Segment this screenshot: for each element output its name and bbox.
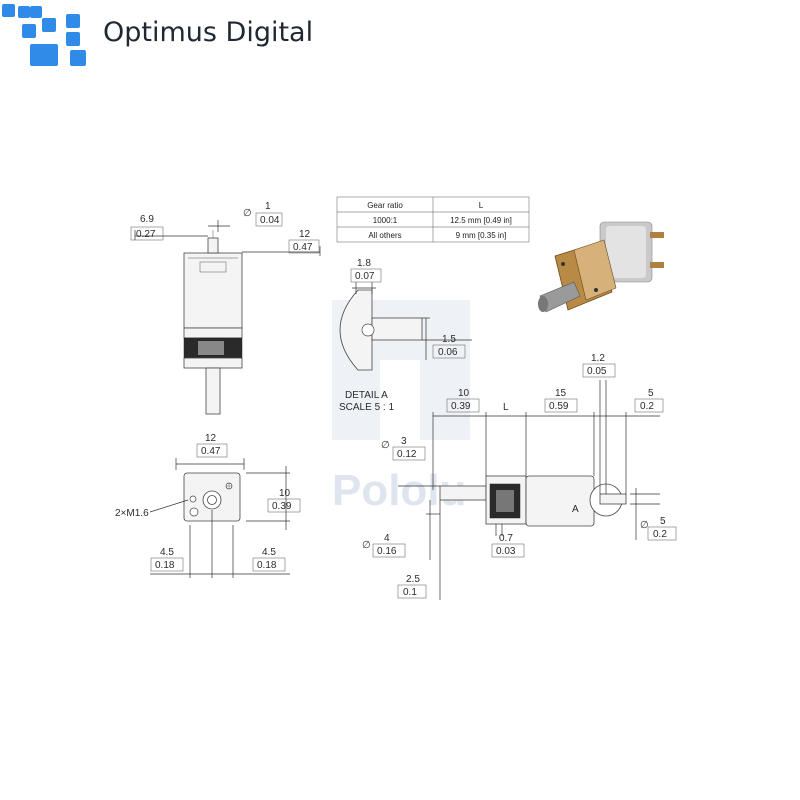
side-motor-len: 15 xyxy=(555,388,567,399)
side-shaft-small-dia-in: 0.12 xyxy=(397,449,417,460)
front-view xyxy=(134,220,321,415)
side-shaft-flat-in: 0.1 xyxy=(403,587,417,598)
side-terminal-w: 1.2 xyxy=(591,353,605,364)
end-right: 4.5 xyxy=(262,547,276,558)
side-shaft-flat: 2.5 xyxy=(406,574,420,585)
table-cell: 12.5 mm [0.49 in] xyxy=(450,216,512,225)
end-height-in: 0.39 xyxy=(272,501,292,512)
table-cell: 1000:1 xyxy=(373,216,398,225)
shaft-diameter-symbol: ∅ xyxy=(243,208,252,219)
front-offset: 6.9 xyxy=(140,214,154,225)
detail-depth: 1.8 xyxy=(357,258,371,269)
table-cell: All others xyxy=(368,231,401,240)
end-view xyxy=(149,458,290,578)
table-cell: 9 mm [0.35 in] xyxy=(456,231,507,240)
motor-photo xyxy=(538,221,664,313)
diameter-symbol: ∅ xyxy=(640,520,649,531)
detail-scale: SCALE 5 : 1 xyxy=(339,402,394,413)
end-width-in: 0.47 xyxy=(201,446,221,457)
side-terminal-h-in: 0.2 xyxy=(653,529,667,540)
side-plate-in: 0.03 xyxy=(496,546,516,557)
front-shaft-dia-in: 0.04 xyxy=(260,215,280,226)
detail-title: DETAIL A xyxy=(345,390,388,401)
detail-depth-in: 0.07 xyxy=(355,271,375,282)
diameter-symbol: ∅ xyxy=(381,440,390,451)
side-motor-len-in: 0.59 xyxy=(549,401,569,412)
side-terminal-len: 5 xyxy=(648,388,654,399)
side-shaft-len-in: 0.39 xyxy=(451,401,471,412)
detail-a-view xyxy=(339,282,472,371)
brand-name: Optimus Digital xyxy=(103,17,313,48)
end-width: 12 xyxy=(205,433,217,444)
end-height: 10 xyxy=(279,488,291,499)
table-header-ratio: Gear ratio xyxy=(367,201,403,210)
diameter-symbol: ∅ xyxy=(362,540,371,551)
side-shaft-small-dia: 3 xyxy=(401,436,407,447)
gear-ratio-table: Gear ratio L 1000:1 12.5 mm [0.49 in] Al… xyxy=(336,196,530,243)
side-shaft-big-dia-in: 0.16 xyxy=(377,546,397,557)
front-offset-in: 0.27 xyxy=(136,229,156,240)
side-gearbox-label: L xyxy=(503,402,509,413)
side-view xyxy=(398,380,660,600)
end-right-in: 0.18 xyxy=(257,560,277,571)
side-plate: 0.7 xyxy=(499,533,513,544)
side-shaft-len: 10 xyxy=(458,388,470,399)
front-width-in: 0.47 xyxy=(293,242,313,253)
end-left-in: 0.18 xyxy=(155,560,175,571)
front-shaft-dia: 1 xyxy=(265,201,271,212)
side-shaft-big-dia: 4 xyxy=(384,533,390,544)
front-width: 12 xyxy=(299,229,311,240)
pixel-squares-logo-icon xyxy=(2,4,86,66)
table-header-l: L xyxy=(479,201,484,210)
detail-flat: 1.5 xyxy=(442,334,456,345)
brand-logo[interactable]: Optimus Digital xyxy=(2,4,313,66)
side-terminal-h: 5 xyxy=(660,516,666,527)
end-holes: 2×M1.6 xyxy=(115,508,149,519)
detail-flat-in: 0.06 xyxy=(438,347,458,358)
detail-ref-label: A xyxy=(572,504,579,515)
side-terminal-len-in: 0.2 xyxy=(640,401,654,412)
end-left: 4.5 xyxy=(160,547,174,558)
side-terminal-w-in: 0.05 xyxy=(587,366,607,377)
